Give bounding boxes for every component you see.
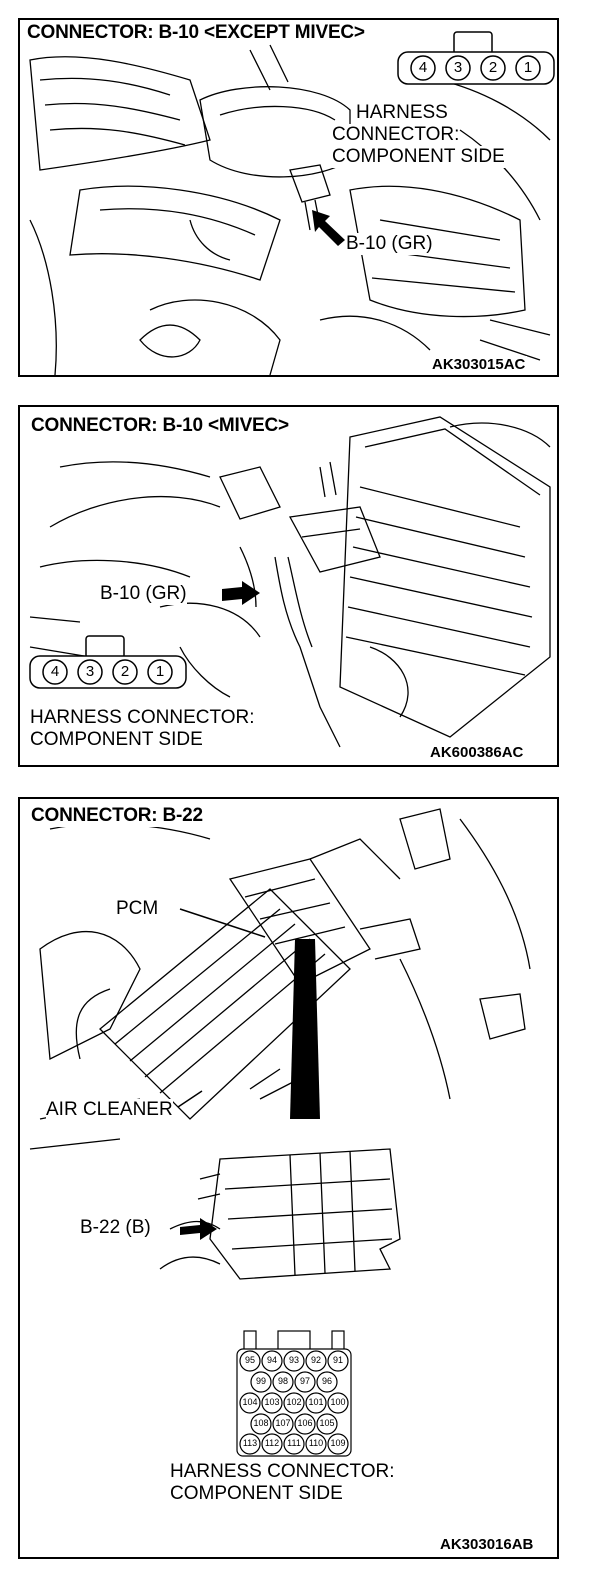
- connector-callout: B-10 (GR): [100, 583, 187, 605]
- figure-code: AK303016AB: [438, 1536, 536, 1553]
- pin-3: 3: [453, 59, 463, 76]
- figure-code: AK600386AC: [428, 744, 526, 761]
- pin-112: 112: [264, 1438, 280, 1448]
- harness-connector-label-line3: COMPONENT SIDE: [332, 146, 505, 168]
- pin-92: 92: [310, 1355, 321, 1365]
- connector-face-4pin: 4 3 2 1: [396, 28, 557, 88]
- engine-bay-illustration: [29, 416, 551, 748]
- callout-arrow: [312, 210, 345, 246]
- diagram-panel-b22: CONNECTOR: B-22 PCM AIR CLEANER B-22 (B)…: [18, 797, 559, 1559]
- pin-110: 110: [308, 1438, 324, 1448]
- harness-connector-label-line2: CONNECTOR:: [332, 124, 460, 146]
- pin-2: 2: [488, 59, 498, 76]
- harness-connector-label-line1: HARNESS CONNECTOR:: [30, 707, 255, 729]
- pin-91: 91: [332, 1355, 343, 1365]
- panel-title: CONNECTOR: B-10 <MIVEC>: [28, 415, 292, 437]
- pin-106: 106: [297, 1418, 313, 1428]
- pin-2: 2: [120, 663, 130, 680]
- connector-callout: B-10 (GR): [346, 233, 433, 255]
- pin-102: 102: [286, 1397, 302, 1407]
- pin-103: 103: [264, 1397, 280, 1407]
- pin-1: 1: [523, 59, 533, 76]
- pin-104: 104: [242, 1397, 258, 1407]
- pin-101: 101: [308, 1397, 324, 1407]
- pin-98: 98: [277, 1376, 288, 1386]
- harness-connector-label-line2: COMPONENT SIDE: [170, 1483, 343, 1505]
- pin-111: 111: [287, 1438, 301, 1448]
- connector-face-4pin: 4 3 2 1: [28, 632, 192, 692]
- pin-109: 109: [330, 1438, 346, 1448]
- pin-4: 4: [50, 663, 60, 680]
- diagram-panel-b10-except-mivec: CONNECTOR: B-10 <EXCEPT MIVEC> HARNESS C…: [18, 18, 559, 377]
- pin-97: 97: [299, 1376, 310, 1386]
- pin-99: 99: [255, 1376, 266, 1386]
- pin-107: 107: [275, 1418, 291, 1428]
- engine-bay-illustration: [29, 44, 551, 375]
- harness-connector-label-line1: HARNESS: [356, 102, 448, 124]
- pin-108: 108: [253, 1418, 269, 1428]
- callout-arrow: [177, 908, 266, 1240]
- pin-113: 113: [242, 1438, 258, 1448]
- connector-face-24pin: 95 94 93 92 91 99 98 97 96 104 103 102 1…: [234, 1329, 354, 1459]
- callout-arrow: [222, 581, 260, 605]
- harness-connector-label-line1: HARNESS CONNECTOR:: [170, 1461, 395, 1483]
- pin-94: 94: [266, 1355, 277, 1365]
- connector-callout: B-22 (B): [80, 1217, 151, 1239]
- pcm-label: PCM: [116, 898, 159, 920]
- figure-code: AK303015AC: [430, 356, 528, 373]
- panel-title: CONNECTOR: B-10 <EXCEPT MIVEC>: [24, 22, 368, 44]
- pin-1: 1: [155, 663, 165, 680]
- pin-93: 93: [288, 1355, 299, 1365]
- panel-title: CONNECTOR: B-22: [28, 805, 206, 827]
- pin-95: 95: [244, 1355, 255, 1365]
- pin-100: 100: [330, 1397, 346, 1407]
- pin-4: 4: [418, 59, 428, 76]
- diagram-panel-b10-mivec: CONNECTOR: B-10 <MIVEC> B-10 (GR) HARNES…: [18, 405, 559, 767]
- harness-connector-label-line2: COMPONENT SIDE: [30, 729, 203, 751]
- air-cleaner-label: AIR CLEANER: [46, 1099, 173, 1121]
- pin-96: 96: [321, 1376, 332, 1386]
- pin-105: 105: [319, 1418, 335, 1428]
- pin-3: 3: [85, 663, 95, 680]
